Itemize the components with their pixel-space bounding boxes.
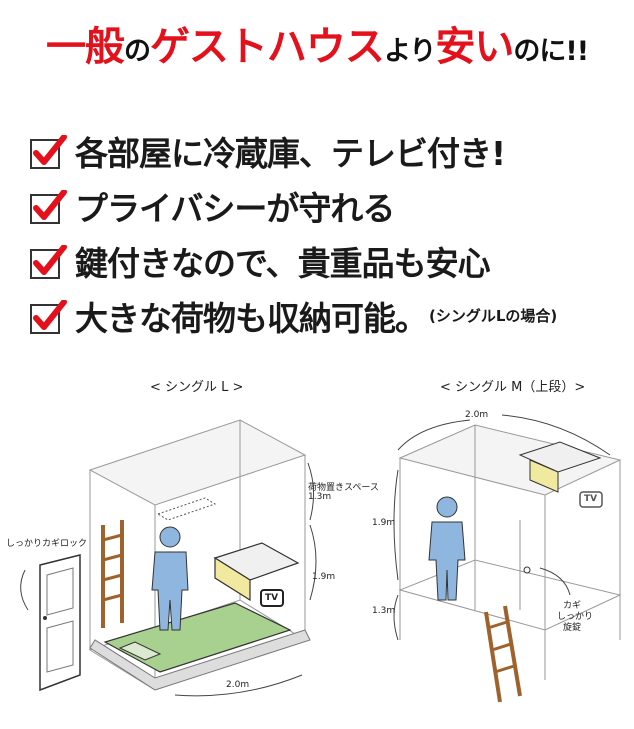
room-height: 1.9m	[312, 572, 336, 582]
headline-part3: ゲストハウス	[149, 24, 385, 70]
feature-text: プライバシーが守れる	[75, 188, 395, 228]
checkbox-icon	[30, 190, 67, 224]
room-length: 2.0m	[226, 680, 250, 690]
single-l-caption: < シングル L >	[150, 380, 244, 395]
feature-text: 鍵付きなので、貴重品も安心	[75, 243, 491, 283]
feature-note: (シングルLの場合)	[429, 307, 558, 325]
width-label: 2.0m	[465, 410, 489, 420]
feature-item: プライバシーが守れる	[30, 178, 630, 233]
headline-part4: より	[383, 36, 436, 67]
storage-shelf	[214, 556, 251, 602]
checkbox-icon	[30, 245, 67, 279]
feature-text: 各部屋に冷蔵庫、テレビ付き!	[75, 133, 506, 173]
lock-label: しっかりカギロック	[6, 539, 88, 549]
lock-line3: 旋錠	[563, 623, 582, 633]
upper-shelf	[529, 459, 559, 493]
single-m-caption: < シングル M（上段）>	[440, 380, 586, 395]
lock-line2: しっかり	[557, 612, 594, 622]
tv-label: TV	[265, 593, 279, 603]
tv-label: TV	[584, 494, 598, 504]
ladder-icon	[484, 605, 522, 703]
lower-height: 1.3m	[372, 606, 396, 616]
headline-part2: の	[123, 36, 151, 67]
lock-line1: カギ	[563, 601, 582, 611]
checkbox-icon	[30, 135, 67, 169]
person-icon	[151, 526, 189, 631]
tv-icon	[260, 589, 284, 607]
feature-item: 各部屋に冷蔵庫、テレビ付き!	[30, 123, 630, 178]
person-icon	[428, 496, 466, 601]
headline-part5: 安い	[435, 24, 514, 70]
pillow	[118, 641, 162, 661]
door	[39, 554, 81, 692]
headline-part6: のに!!	[513, 36, 589, 67]
feature-text: 大きな荷物も収納可能。	[75, 298, 428, 338]
ladder-icon	[101, 520, 124, 628]
feature-list: 各部屋に冷蔵庫、テレビ付き! プライバシーが守れる 鍵付きなので、貴重品も安心 …	[30, 123, 630, 343]
storage-height: 1.3m	[308, 492, 332, 502]
storage-label: 荷物置きスペース	[308, 483, 379, 493]
checkbox-icon	[30, 300, 67, 334]
feature-item: 鍵付きなので、貴重品も安心	[30, 233, 630, 288]
feature-item: 大きな荷物も収納可能。 (シングルLの場合)	[30, 288, 630, 343]
headline-part1: 一般	[45, 24, 125, 70]
upper-height: 1.9m	[372, 518, 396, 528]
tv-icon	[579, 491, 603, 508]
headline: 一般のゲストハウスより安いのに!!	[0, 14, 634, 72]
